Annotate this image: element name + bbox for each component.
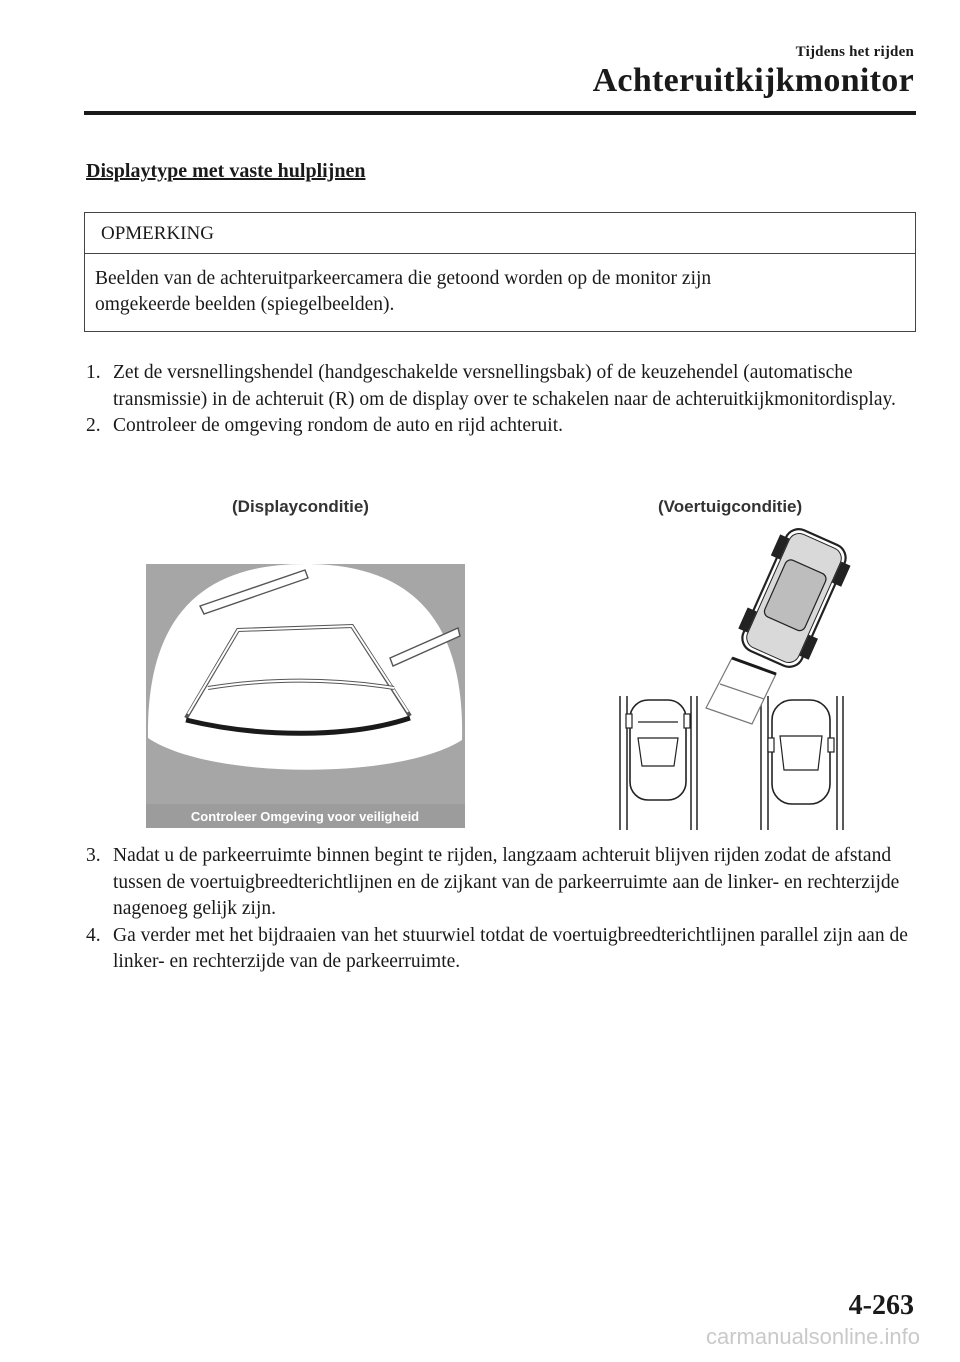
section-title: Displaytype met vaste hulplijnen bbox=[86, 160, 366, 182]
vehicle-condition-label: (Voertuigconditie) bbox=[658, 497, 802, 516]
distance-guide-right bbox=[389, 627, 461, 667]
steps-list-after: 3. Nadat u de parkeerruimte binnen begin… bbox=[86, 843, 916, 976]
parking-scene bbox=[619, 528, 851, 830]
camera-screen: Controleer Omgeving voor veiligheid bbox=[146, 564, 465, 828]
parking-figure: (Displayconditie) (Voertuigconditie) Con… bbox=[140, 488, 860, 838]
chapter-title: Achteruitkijkmonitor bbox=[592, 62, 914, 99]
screen-caption: Controleer Omgeving voor veiligheid bbox=[191, 809, 419, 824]
note-body-line: Beelden van de achteruitparkeercamera di… bbox=[95, 268, 712, 289]
reversing-car bbox=[738, 528, 851, 668]
note-body: Beelden van de achteruitparkeercamera di… bbox=[85, 254, 915, 318]
parking-illustration: (Displayconditie) (Voertuigconditie) Con… bbox=[146, 497, 851, 830]
step-text: Nadat u de parkeerruimte binnen begint t… bbox=[113, 845, 900, 919]
distance-guide-near bbox=[185, 715, 411, 736]
note-heading: OPMERKING bbox=[85, 213, 915, 254]
display-condition-label: (Displayconditie) bbox=[232, 497, 369, 516]
steps-list-before: 1. Zet de versnellingshendel (handgescha… bbox=[86, 360, 916, 440]
step-item: 4. Ga verder met het bijdraaien van het … bbox=[86, 923, 916, 976]
section-header: Tijdens het rijden bbox=[795, 44, 914, 60]
step-number: 1. bbox=[86, 362, 101, 383]
step-text: Controleer de omgeving rondom de auto en… bbox=[113, 415, 563, 436]
step-number: 3. bbox=[86, 845, 101, 866]
step-number: 4. bbox=[86, 924, 101, 946]
step-item: 2. Controleer de omgeving rondom de auto… bbox=[86, 413, 916, 440]
step-text: Zet de versnellingshendel (handgeschakel… bbox=[113, 362, 896, 410]
step-number: 2. bbox=[86, 415, 101, 436]
projected-guide bbox=[705, 656, 777, 725]
header-divider bbox=[84, 111, 916, 115]
parked-car-left bbox=[625, 699, 691, 801]
distance-guide-top bbox=[199, 569, 309, 615]
note-body-line: omgekeerde beelden (spiegelbeelden). bbox=[95, 294, 395, 315]
step-item: 1. Zet de versnellingshendel (handgescha… bbox=[86, 360, 916, 413]
step-text: Ga verder met het bijdraaien van het stu… bbox=[113, 924, 908, 973]
note-box: OPMERKING Beelden van de achteruitparkee… bbox=[84, 212, 916, 332]
page-number: 4-263 bbox=[848, 1290, 914, 1321]
watermark: carmanualsonline.info bbox=[705, 1324, 920, 1349]
parked-car-right bbox=[767, 699, 835, 805]
step-item: 3. Nadat u de parkeerruimte binnen begin… bbox=[86, 843, 916, 923]
